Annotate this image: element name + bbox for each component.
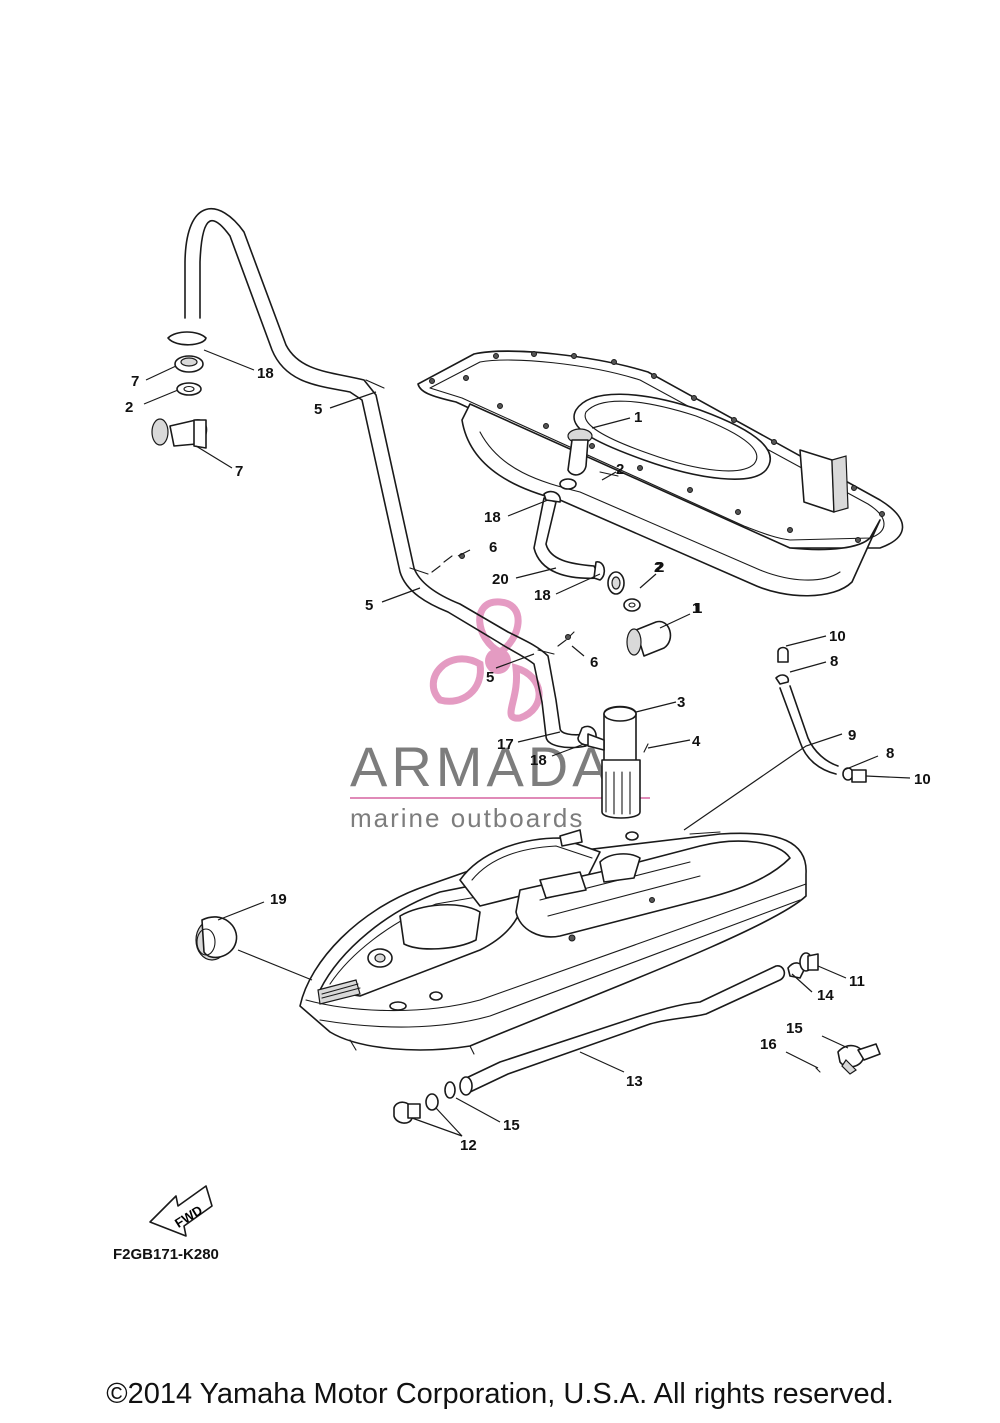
callout: 5 bbox=[365, 597, 373, 614]
forward-arrow-icon: FWD bbox=[149, 1185, 213, 1237]
callout: 3 bbox=[677, 694, 685, 711]
thru-hull-fitting-upper bbox=[151, 331, 208, 449]
callout: 6 bbox=[590, 654, 598, 671]
callout: 15 bbox=[786, 1020, 803, 1037]
hull-tub bbox=[417, 350, 904, 597]
copyright-notice: ©2014 Yamaha Motor Corporation, U.S.A. A… bbox=[106, 1378, 894, 1410]
callout: 12 bbox=[460, 1137, 477, 1154]
diagram-code: F2GB171-K280 bbox=[113, 1246, 219, 1263]
callout: 8 bbox=[886, 745, 894, 762]
callout-labels: 1 2 7 18 7 2 5 1 2 18 6 5 20 18 2 1 6 5 … bbox=[125, 365, 931, 1154]
short-hose bbox=[533, 490, 672, 657]
callout: 16 bbox=[760, 1036, 777, 1053]
callout: 17 bbox=[497, 736, 514, 753]
callout: 8 bbox=[830, 653, 838, 670]
watermark-tagline: marine outboards bbox=[350, 803, 584, 833]
callout: 6 bbox=[489, 539, 497, 556]
callout: 1 bbox=[634, 409, 642, 426]
callout: 14 bbox=[817, 987, 834, 1004]
callout: 11 bbox=[849, 973, 865, 990]
drain-tube bbox=[459, 965, 786, 1096]
callout: 2 bbox=[654, 559, 662, 576]
callout: 7 bbox=[235, 463, 243, 480]
screw-clips bbox=[431, 553, 575, 647]
callout: 18 bbox=[534, 587, 551, 604]
propeller-icon bbox=[429, 598, 543, 722]
bilge-pump bbox=[587, 705, 649, 819]
callout: 15 bbox=[503, 1117, 520, 1134]
drain-plug-right bbox=[815, 1043, 881, 1075]
drain-fitting-lower bbox=[393, 1081, 456, 1124]
watermark-brand: ARMADA bbox=[350, 735, 614, 798]
callout: 9 bbox=[848, 727, 856, 744]
armada-logo-watermark: ARMADA marine outboards bbox=[350, 598, 650, 833]
vent-hose bbox=[775, 646, 867, 783]
callout: 20 bbox=[492, 571, 509, 588]
callout: 1 bbox=[694, 600, 702, 617]
callout: 5 bbox=[314, 401, 322, 418]
callout: 2 bbox=[616, 461, 624, 478]
callout: 10 bbox=[914, 771, 931, 788]
callout: 4 bbox=[692, 733, 701, 750]
callout: 2 bbox=[656, 559, 664, 576]
callout: 18 bbox=[484, 509, 501, 526]
callout: 5 bbox=[486, 669, 494, 686]
callout: 2 bbox=[125, 399, 133, 416]
bilge-hose bbox=[184, 207, 597, 749]
callout: 1 bbox=[692, 600, 700, 617]
callout: 18 bbox=[257, 365, 274, 382]
leader-lines bbox=[143, 349, 911, 1137]
callout: 7 bbox=[131, 373, 139, 390]
callout: 10 bbox=[829, 628, 846, 645]
drain-plug-large bbox=[195, 916, 238, 961]
callout: 18 bbox=[530, 752, 547, 769]
callout: 19 bbox=[270, 891, 287, 908]
boat-hull bbox=[299, 829, 807, 1055]
callout: 13 bbox=[626, 1073, 643, 1090]
